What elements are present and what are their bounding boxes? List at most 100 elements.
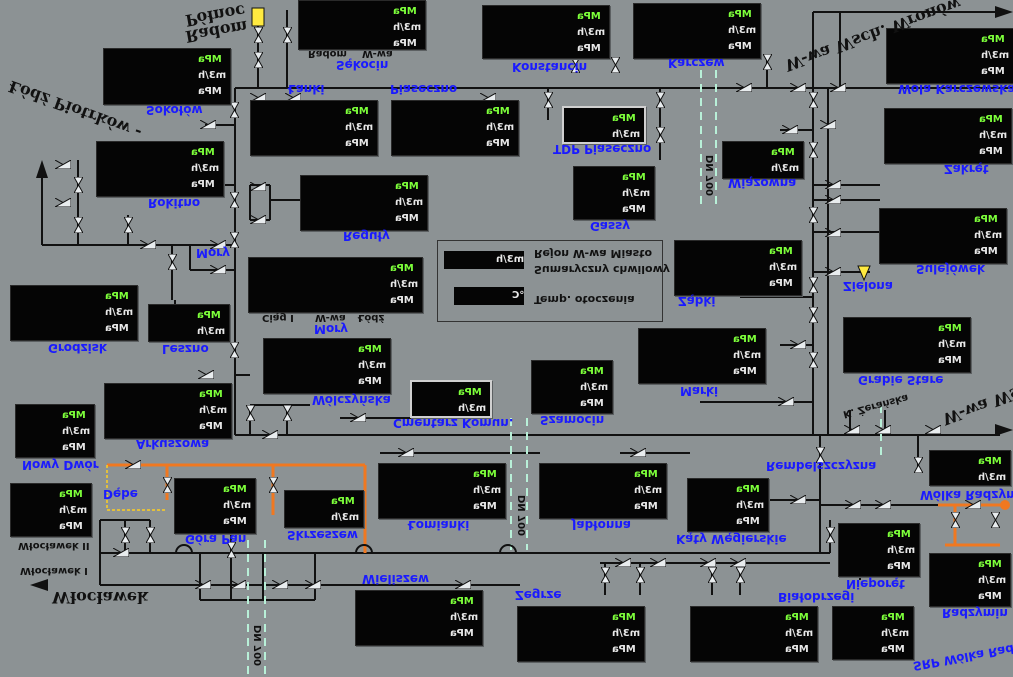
valve-icon[interactable] <box>809 207 818 223</box>
station-label-cmentarz-komun[interactable]: Cmentarz Komun. <box>393 416 514 430</box>
valve-icon[interactable] <box>736 567 745 583</box>
station-label-skrzeszew[interactable]: Skrzeszew <box>287 528 359 542</box>
station-label-reguly[interactable]: Reguły <box>343 229 390 243</box>
station-label-rokitno[interactable]: Rokitno <box>148 196 201 210</box>
valve-icon[interactable] <box>790 83 806 92</box>
valve-icon[interactable] <box>55 160 71 169</box>
valve-icon[interactable] <box>168 254 177 270</box>
valve-icon[interactable] <box>816 447 825 463</box>
valve-icon[interactable] <box>763 54 772 70</box>
valve-icon[interactable] <box>121 527 130 543</box>
valve-icon[interactable] <box>124 217 133 233</box>
valve-icon[interactable] <box>925 425 941 434</box>
valve-icon[interactable] <box>830 83 846 92</box>
valve-icon[interactable] <box>230 580 246 589</box>
station-label-sulejowek[interactable]: Sulejówek <box>916 262 985 276</box>
valve-icon[interactable] <box>74 217 83 233</box>
station-label-katy-wegierskie[interactable]: Kąty Węgierskie <box>676 532 787 546</box>
valve-icon[interactable] <box>195 580 211 589</box>
valve-icon[interactable] <box>790 340 806 349</box>
valve-icon[interactable] <box>272 580 288 589</box>
station-label-rembelszczyzna[interactable]: Rembelszczyzna <box>766 459 877 473</box>
valve-icon[interactable] <box>826 527 835 543</box>
valve-icon[interactable] <box>250 182 266 191</box>
station-label-jablonna[interactable]: Jabłonna <box>572 518 632 532</box>
valve-icon[interactable] <box>875 500 891 509</box>
station-label-sekocin[interactable]: Sękocin <box>336 58 389 72</box>
station-label-gassy[interactable]: Gassy <box>590 219 631 233</box>
station-label-zabki[interactable]: Ząbki <box>678 294 716 308</box>
station-label-wolka-radzyminska[interactable]: Wólka Radzym. <box>920 488 1013 502</box>
valve-icon[interactable] <box>230 192 239 208</box>
valve-icon[interactable] <box>283 405 292 421</box>
valve-icon[interactable] <box>951 512 960 528</box>
station-label-szamocin[interactable]: Szamocin <box>540 413 605 427</box>
valve-icon[interactable] <box>914 457 923 473</box>
valve-icon[interactable] <box>809 142 818 158</box>
station-label-arkuszowa[interactable]: Arkuszowa <box>136 437 210 451</box>
valve-icon[interactable] <box>480 93 496 102</box>
valve-icon[interactable] <box>254 52 263 68</box>
station-label-bialobrzegi[interactable]: Białobrzegi <box>778 590 855 604</box>
valve-icon[interactable] <box>269 477 278 493</box>
valve-icon[interactable] <box>544 92 553 108</box>
valve-icon[interactable] <box>825 228 841 237</box>
valve-icon[interactable] <box>825 195 841 204</box>
valve-icon[interactable] <box>875 425 891 434</box>
valve-icon[interactable] <box>230 102 239 118</box>
valve-icon[interactable] <box>210 240 226 249</box>
valve-icon[interactable] <box>230 342 239 358</box>
station-label-piaseczno[interactable]: Piaseczno <box>390 82 458 96</box>
valve-icon[interactable] <box>790 495 806 504</box>
valve-icon[interactable] <box>125 460 141 469</box>
station-label-leszno[interactable]: Leszno <box>162 342 209 356</box>
valve-icon[interactable] <box>285 93 301 102</box>
valve-icon[interactable] <box>778 397 794 406</box>
valve-icon[interactable] <box>809 352 818 368</box>
valve-icon[interactable] <box>844 425 860 434</box>
valve-icon[interactable] <box>611 57 620 73</box>
valve-icon[interactable] <box>398 448 414 457</box>
valve-icon[interactable] <box>782 125 798 134</box>
station-label-radzymin[interactable]: Radzymin <box>942 606 1008 620</box>
valve-icon[interactable] <box>991 512 1000 528</box>
valve-icon[interactable] <box>809 307 818 323</box>
valve-icon[interactable] <box>74 177 83 193</box>
valve-icon[interactable] <box>636 567 645 583</box>
valve-icon[interactable] <box>250 93 266 102</box>
station-label-zegrze[interactable]: Zegrze <box>515 588 562 602</box>
valve-icon[interactable] <box>809 277 818 293</box>
station-label-grodzisk[interactable]: Grodzisk <box>48 341 107 355</box>
valve-icon[interactable] <box>227 542 236 558</box>
station-label-zielona[interactable]: Zielona <box>843 279 893 293</box>
valve-icon[interactable] <box>254 27 263 43</box>
valve-icon[interactable] <box>656 127 665 143</box>
station-label-depa[interactable]: Dębe <box>103 487 138 501</box>
valve-icon[interactable] <box>230 232 239 248</box>
valve-icon[interactable] <box>55 198 71 207</box>
station-label-lanki[interactable]: Łanki <box>288 82 325 96</box>
station-label-wieliszew[interactable]: Wieliszew <box>362 572 430 586</box>
